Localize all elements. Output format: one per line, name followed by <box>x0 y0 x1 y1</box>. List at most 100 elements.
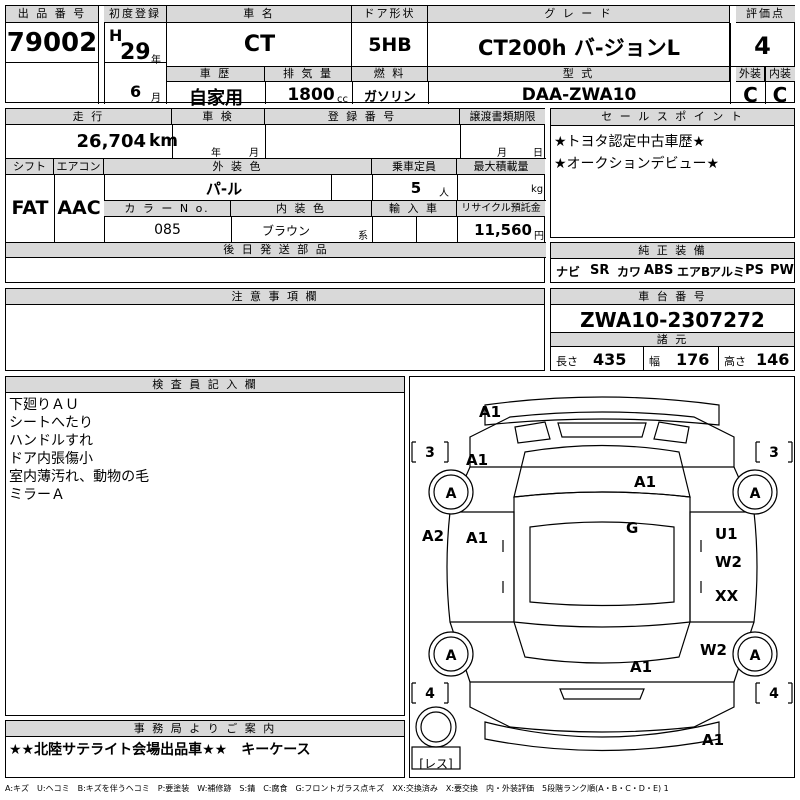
inspection-label: 車 検 <box>172 109 265 125</box>
height-label: 高さ <box>724 355 746 368</box>
mileage: 26,704 <box>76 131 146 152</box>
car-name: CT <box>243 32 276 57</box>
disp-unit: cc <box>337 94 348 105</box>
chassis-panel: 車 台 番 号 ZWA10-2307272 諸 元 長さ 435 幅 176 高… <box>550 288 795 371</box>
int-label: 内装 <box>765 67 795 82</box>
mark-left-front-door: A1 <box>466 529 488 547</box>
mark-front-bumper: A1 <box>479 403 501 421</box>
lot-number: 79002 <box>6 28 98 58</box>
mark-hood: A1 <box>634 473 656 491</box>
aircon: AAC <box>57 197 101 219</box>
ext-label: 外装 <box>736 67 765 82</box>
colorno-label: カ ラ ー N o. <box>104 201 231 217</box>
load-unit: kg <box>531 184 544 195</box>
month-unit: 月 <box>151 93 161 104</box>
ext-grade: C <box>743 83 758 107</box>
disp-label: 排 気 量 <box>265 67 352 82</box>
tread-rr: 4 <box>769 686 779 702</box>
height: 146 <box>756 350 790 369</box>
mark-windshield: G <box>626 519 638 537</box>
inspector-line-2: シートへたり <box>9 415 93 431</box>
score: 4 <box>754 32 771 60</box>
door-label: ドア形状 <box>352 6 428 23</box>
plate-label: 登 録 番 号 <box>265 109 460 125</box>
reg-month-cell <box>104 63 167 104</box>
mark-left-mirror: A2 <box>422 527 444 545</box>
spec-label: 諸 元 <box>551 332 794 347</box>
sales-point-label: セ ー ル ス ポ イ ン ト <box>551 109 794 126</box>
fuel-label: 燃 料 <box>352 67 428 82</box>
sales-point-line-1: ★トヨタ認定中古車歴★ <box>554 134 706 150</box>
chassis-number: ZWA10-2307272 <box>580 308 765 332</box>
inspector-line-5: 室内薄汚れ、動物の毛 <box>9 469 150 485</box>
cap-label: 乗車定員 <box>372 159 457 175</box>
name-cell <box>167 23 352 67</box>
mark-left-fender: A1 <box>466 451 488 469</box>
mark-right-quarter: W2 <box>700 641 727 659</box>
equip-ps: PS <box>745 263 764 278</box>
reg-month: 6 <box>130 82 142 101</box>
tread-rl: 4 <box>425 686 435 702</box>
chassis-label: 車 台 番 号 <box>551 289 794 305</box>
later-parts-label: 後 日 発 送 部 品 <box>6 243 546 258</box>
sales-point-panel: セ ー ル ス ポ イ ン ト ★トヨタ認定中古車歴★ ★オークションデビュー★ <box>550 108 795 238</box>
color-label: 外 装 色 <box>104 159 372 175</box>
lot-label: 出 品 番 号 <box>6 6 99 23</box>
ac-label: エアコン <box>54 159 104 175</box>
vehicle-info-panel: 走 行 車 検 登 録 番 号 譲渡書類期限 26,704 km 年 月 月 日… <box>5 108 546 283</box>
model-label: 型 式 <box>428 67 730 82</box>
name-label: 車 名 <box>167 6 352 23</box>
reg-label: 初度登録 <box>104 6 167 23</box>
equip-pw: PW <box>770 263 794 278</box>
mark-trunk: A1 <box>630 658 652 676</box>
inspector-label: 検 査 員 記 入 欄 <box>6 377 404 393</box>
int-grade: C <box>772 83 788 107</box>
notes-label: 注 意 事 項 欄 <box>6 289 544 305</box>
mileage-unit: km <box>149 131 179 151</box>
car-outline: A A A A 3 3 4 4 A1 A1 A1 A1 A2 U1 G W2 X… <box>411 396 793 771</box>
exterior-color: パ-ル <box>205 180 243 198</box>
damage-diagram: A A A A 3 3 4 4 A1 A1 A1 A1 A2 U1 G W2 X… <box>409 376 795 778</box>
cap-unit: 人 <box>439 188 449 199</box>
recycle-unit: 円 <box>534 231 544 242</box>
inspector-line-3: ハンドルすれ <box>9 433 93 449</box>
door-type: 5HB <box>368 34 412 56</box>
equip-leather: カワ <box>617 265 642 279</box>
sales-point-line-2: ★オークションデビュー★ <box>554 156 720 172</box>
tire-fl-grade: A <box>446 486 457 502</box>
capacity: 5 <box>410 179 422 197</box>
tr-month-unit: 月 <box>497 148 507 159</box>
mark-right-front-door: W2 <box>715 553 742 571</box>
office-panel: 事 務 局 よ り ご 案 内 ★★北陸サテライト会場出品車★★ キーケース <box>5 720 405 778</box>
mileage-label: 走 行 <box>6 109 172 125</box>
mark-rear-bumper: A1 <box>702 731 724 749</box>
model-code: DAA-ZWA10 <box>521 85 637 105</box>
lot-cell <box>6 23 99 63</box>
color-number: 085 <box>154 222 181 238</box>
width-label: 幅 <box>649 355 660 368</box>
reg-year: 29 <box>120 40 151 65</box>
transfer-label: 譲渡書類期限 <box>460 109 545 125</box>
tread-fl: 3 <box>425 445 435 461</box>
office-text: ★★北陸サテライト会場出品車★★ キーケース <box>9 742 311 758</box>
mark-right-rear-door: XX <box>715 587 739 605</box>
history: 自家用 <box>189 88 243 109</box>
equipment-label: 純 正 装 備 <box>551 243 794 259</box>
width: 176 <box>676 350 710 369</box>
inspector-line-6: ミラーＡ <box>9 487 65 503</box>
tread-fr: 3 <box>769 445 779 461</box>
length: 435 <box>593 350 627 369</box>
score-cell <box>730 23 795 67</box>
ins-month-unit: 月 <box>249 148 259 159</box>
inspector-panel: 検 査 員 記 入 欄 下廻りＡＵ シートへたり ハンドルすれ ドア内張傷小 室… <box>5 376 405 716</box>
score-label: 評価点 <box>736 6 795 23</box>
year-unit: 年 <box>151 55 161 66</box>
legend: A:キズ U:ヘコミ B:キズを伴うヘコミ P:要塗装 W:補修跡 S:錆 C:… <box>5 784 669 793</box>
ins-year-unit: 年 <box>211 148 221 159</box>
import-label: 輸 入 車 <box>372 201 457 217</box>
equip-navi: ナビ <box>556 265 581 279</box>
spare-tire-label: [レス] <box>419 757 452 771</box>
equip-abs: ABS <box>644 263 674 278</box>
grade-cell <box>428 23 730 67</box>
tire-fr-grade: A <box>750 486 761 502</box>
